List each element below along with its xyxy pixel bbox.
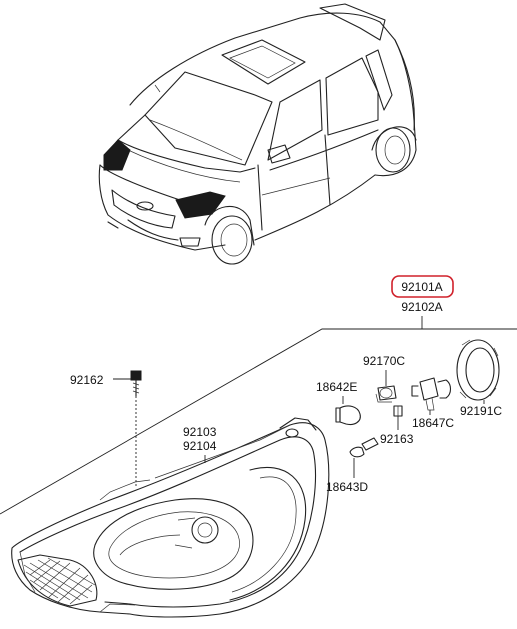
bulb-18647C: 18647C — [411, 377, 454, 430]
housing-label-group: 92103 92104 — [183, 425, 217, 463]
part-label-18643D[interactable]: 18643D — [326, 480, 368, 494]
part-label-92102A[interactable]: 92102A — [401, 300, 442, 314]
turn-signal-lens — [17, 554, 98, 607]
car-illustration — [98, 3, 417, 265]
part-label-92104[interactable]: 92104 — [183, 439, 217, 453]
cap-92191C: 92191C — [456, 339, 502, 418]
headlamp-assembly — [11, 417, 330, 618]
exploded-view-frame — [0, 328, 517, 515]
highlight-box[interactable] — [391, 275, 454, 298]
assembly-label-group: 92101A 92102A — [391, 275, 454, 329]
part-label-18647C[interactable]: 18647C — [412, 416, 454, 430]
socket-92163: 92163 — [380, 405, 414, 446]
part-label-92162[interactable]: 92162 — [70, 373, 104, 387]
part-label-92163[interactable]: 92163 — [380, 432, 414, 446]
bulb-18642E: 18642E — [316, 380, 361, 426]
part-label-92101A[interactable]: 92101A — [401, 280, 442, 294]
bulb-18643D: 18643D — [326, 437, 379, 494]
socket-92170C: 92170C — [363, 354, 405, 403]
part-label-92170C[interactable]: 92170C — [363, 354, 405, 368]
screw-92162: 92162 — [70, 370, 142, 487]
part-label-92103[interactable]: 92103 — [183, 425, 217, 439]
part-label-18642E[interactable]: 18642E — [316, 380, 357, 394]
part-label-92191C[interactable]: 92191C — [460, 404, 502, 418]
